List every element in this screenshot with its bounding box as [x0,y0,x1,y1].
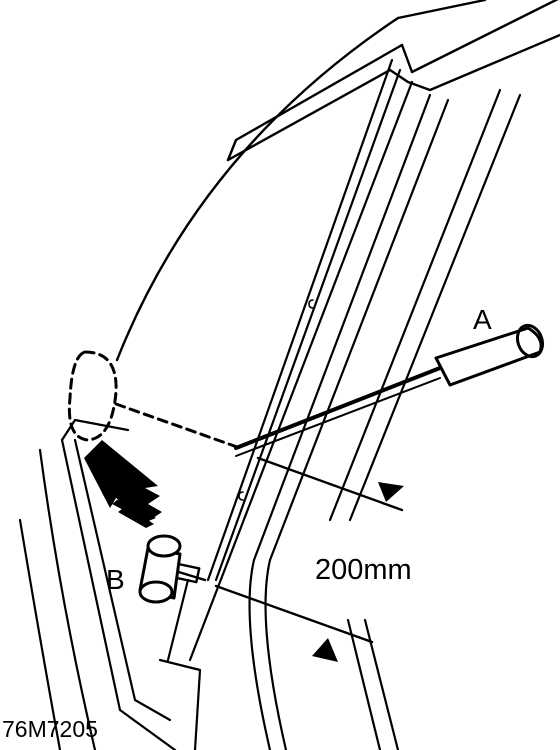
figure-reference-label: 76M7205 [2,716,98,742]
b-pillar-channels [188,58,522,750]
tool-b-knob [138,534,207,604]
tool-a-handle [234,323,545,457]
dimension-lines [214,456,404,644]
triangle-arrow-icon [378,482,404,502]
door-lower-panel [18,418,202,750]
up-arrow-icon [84,440,162,528]
triangle-arrow-icon [312,638,338,662]
tool-b-label: B [106,564,125,595]
door-frame-outline [115,0,560,362]
glass-edge-dashed-outline [67,350,242,450]
tool-a-label: A [473,304,492,335]
glass-marks [238,299,314,501]
dimension-label: 200mm [315,554,412,586]
